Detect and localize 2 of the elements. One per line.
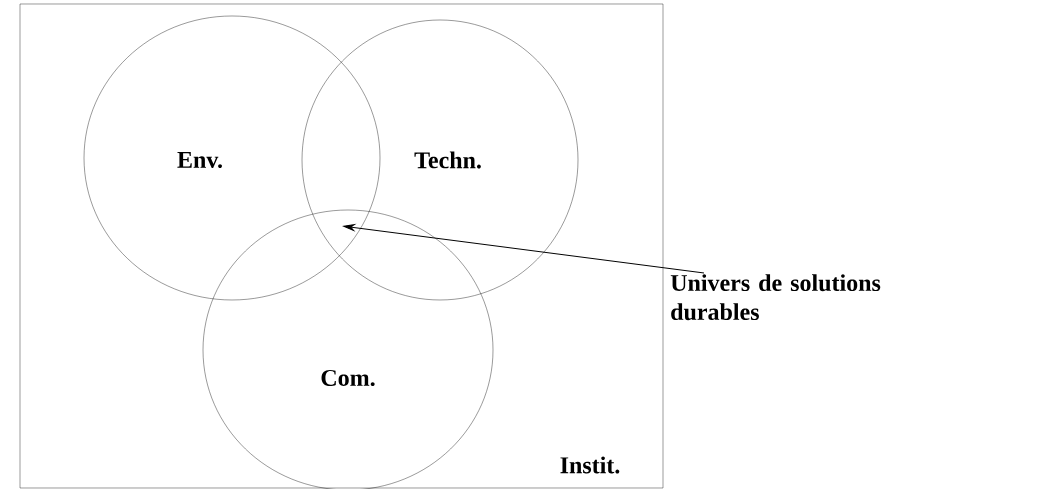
leader-arrow — [343, 224, 705, 274]
callout-text: Univers de solutions durables — [670, 274, 881, 321]
